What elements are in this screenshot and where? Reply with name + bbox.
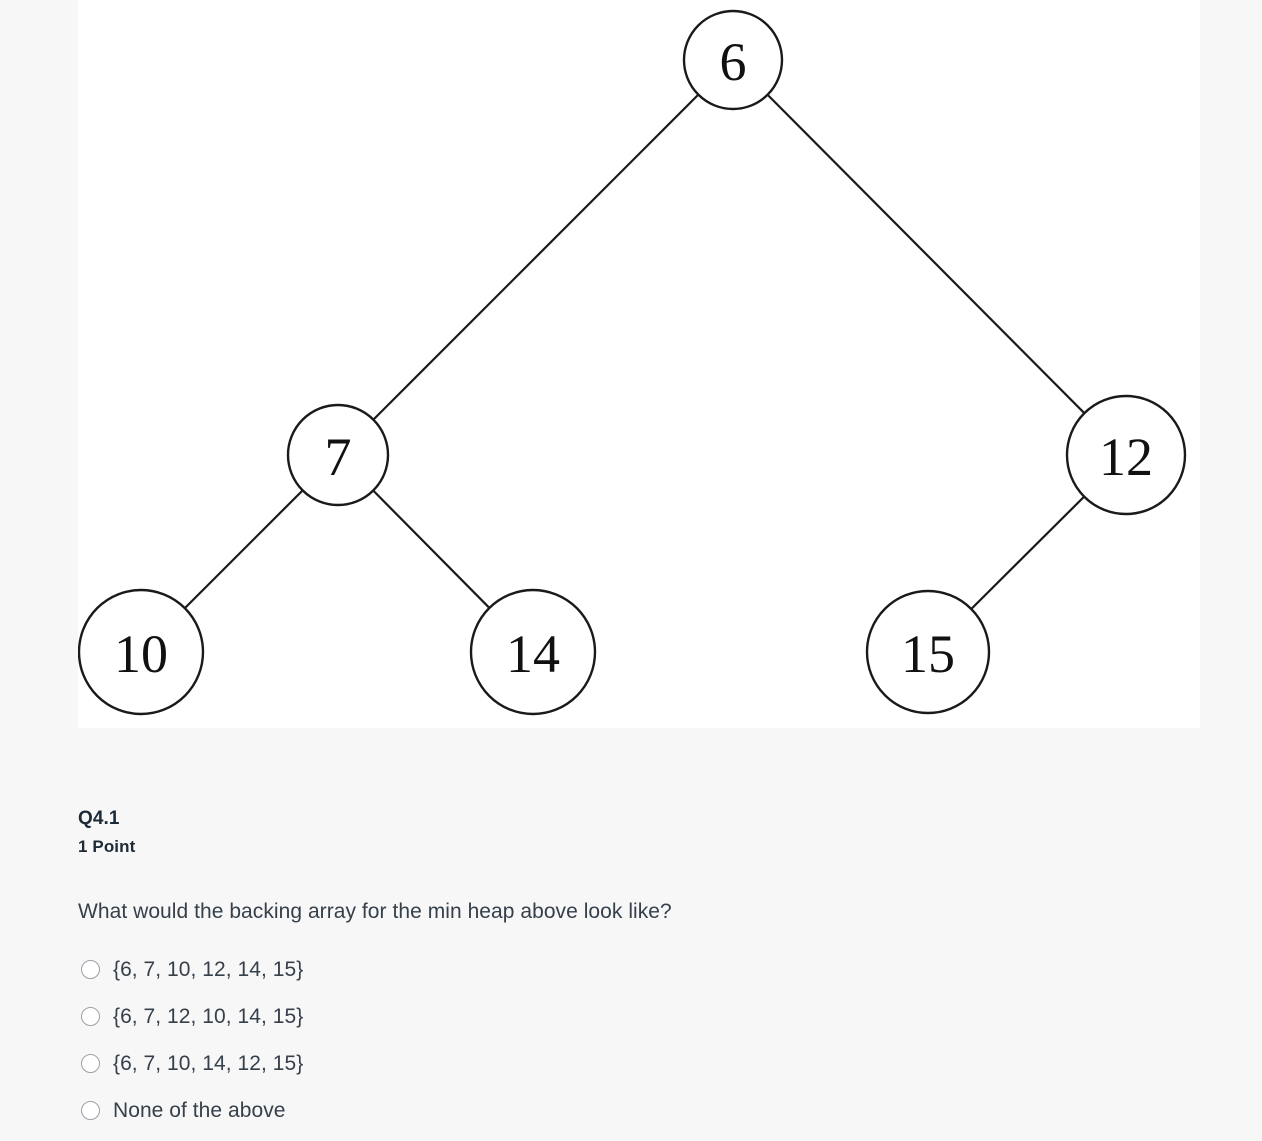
answer-option-d[interactable]: None of the above <box>78 1087 1198 1134</box>
tree-edge-group <box>184 93 1086 610</box>
tree-node-group: 6 7 12 10 14 15 <box>78 9 1187 716</box>
answer-option-c[interactable]: {6, 7, 10, 14, 12, 15} <box>78 1040 1198 1087</box>
answer-label-option-b: {6, 7, 12, 10, 14, 15} <box>113 1004 304 1028</box>
tree-edge-left-to-left-right <box>372 489 491 609</box>
tree-node-label-10: 10 <box>114 624 168 684</box>
tree-node-circle-6 <box>682 9 784 111</box>
tree-node-circle-14 <box>469 588 597 716</box>
answer-options-list: {6, 7, 10, 12, 14, 15} {6, 7, 12, 10, 14,… <box>78 946 1198 1134</box>
tree-node-circle-10 <box>78 588 205 716</box>
tree-node-label-14: 14 <box>506 624 560 684</box>
tree-node-label-12: 12 <box>1099 427 1153 487</box>
tree-edge-root-to-right <box>766 93 1086 414</box>
tree-node-circle-12 <box>1065 394 1187 516</box>
heap-tree-graphic: 6 7 12 10 14 15 <box>78 9 1187 716</box>
tree-edge-root-to-left <box>372 93 700 421</box>
radio-button-icon-option-b[interactable] <box>81 1007 100 1026</box>
tree-node-label-15: 15 <box>901 624 955 684</box>
radio-button-icon-option-a[interactable] <box>81 960 100 979</box>
answer-option-b[interactable]: {6, 7, 12, 10, 14, 15} <box>78 993 1198 1040</box>
question-block: Q4.1 1 Point What would the backing arra… <box>78 805 1198 1134</box>
tree-edge-left-to-left-left <box>184 489 304 609</box>
tree-node-15: 15 <box>865 589 991 715</box>
question-header: Q4.1 1 Point <box>78 805 1198 860</box>
tree-node-circle-7 <box>286 403 390 507</box>
tree-edge-right-to-right-left <box>970 495 1085 610</box>
tree-node-12: 12 <box>1065 394 1187 516</box>
question-prompt: What would the backing array for the min… <box>78 900 672 923</box>
question-number: Q4.1 <box>78 808 120 829</box>
answer-label-option-a: {6, 7, 10, 12, 14, 15} <box>113 957 304 981</box>
tree-node-14: 14 <box>469 588 597 716</box>
answer-option-a[interactable]: {6, 7, 10, 12, 14, 15} <box>78 946 1198 993</box>
tree-node-10: 10 <box>78 588 205 716</box>
tree-node-label-7: 7 <box>325 427 352 487</box>
heap-diagram-canvas: 6 7 12 10 14 15 <box>78 0 1200 728</box>
radio-button-icon-option-c[interactable] <box>81 1054 100 1073</box>
tree-node-7: 7 <box>286 403 390 507</box>
radio-button-icon-option-d[interactable] <box>81 1101 100 1120</box>
answer-label-option-c: {6, 7, 10, 14, 12, 15} <box>113 1051 304 1075</box>
answer-label-option-d: None of the above <box>113 1098 286 1122</box>
question-points: 1 Point <box>78 837 136 856</box>
tree-node-label-6: 6 <box>720 32 747 92</box>
tree-node-circle-15 <box>865 589 991 715</box>
tree-node-6: 6 <box>682 9 784 111</box>
